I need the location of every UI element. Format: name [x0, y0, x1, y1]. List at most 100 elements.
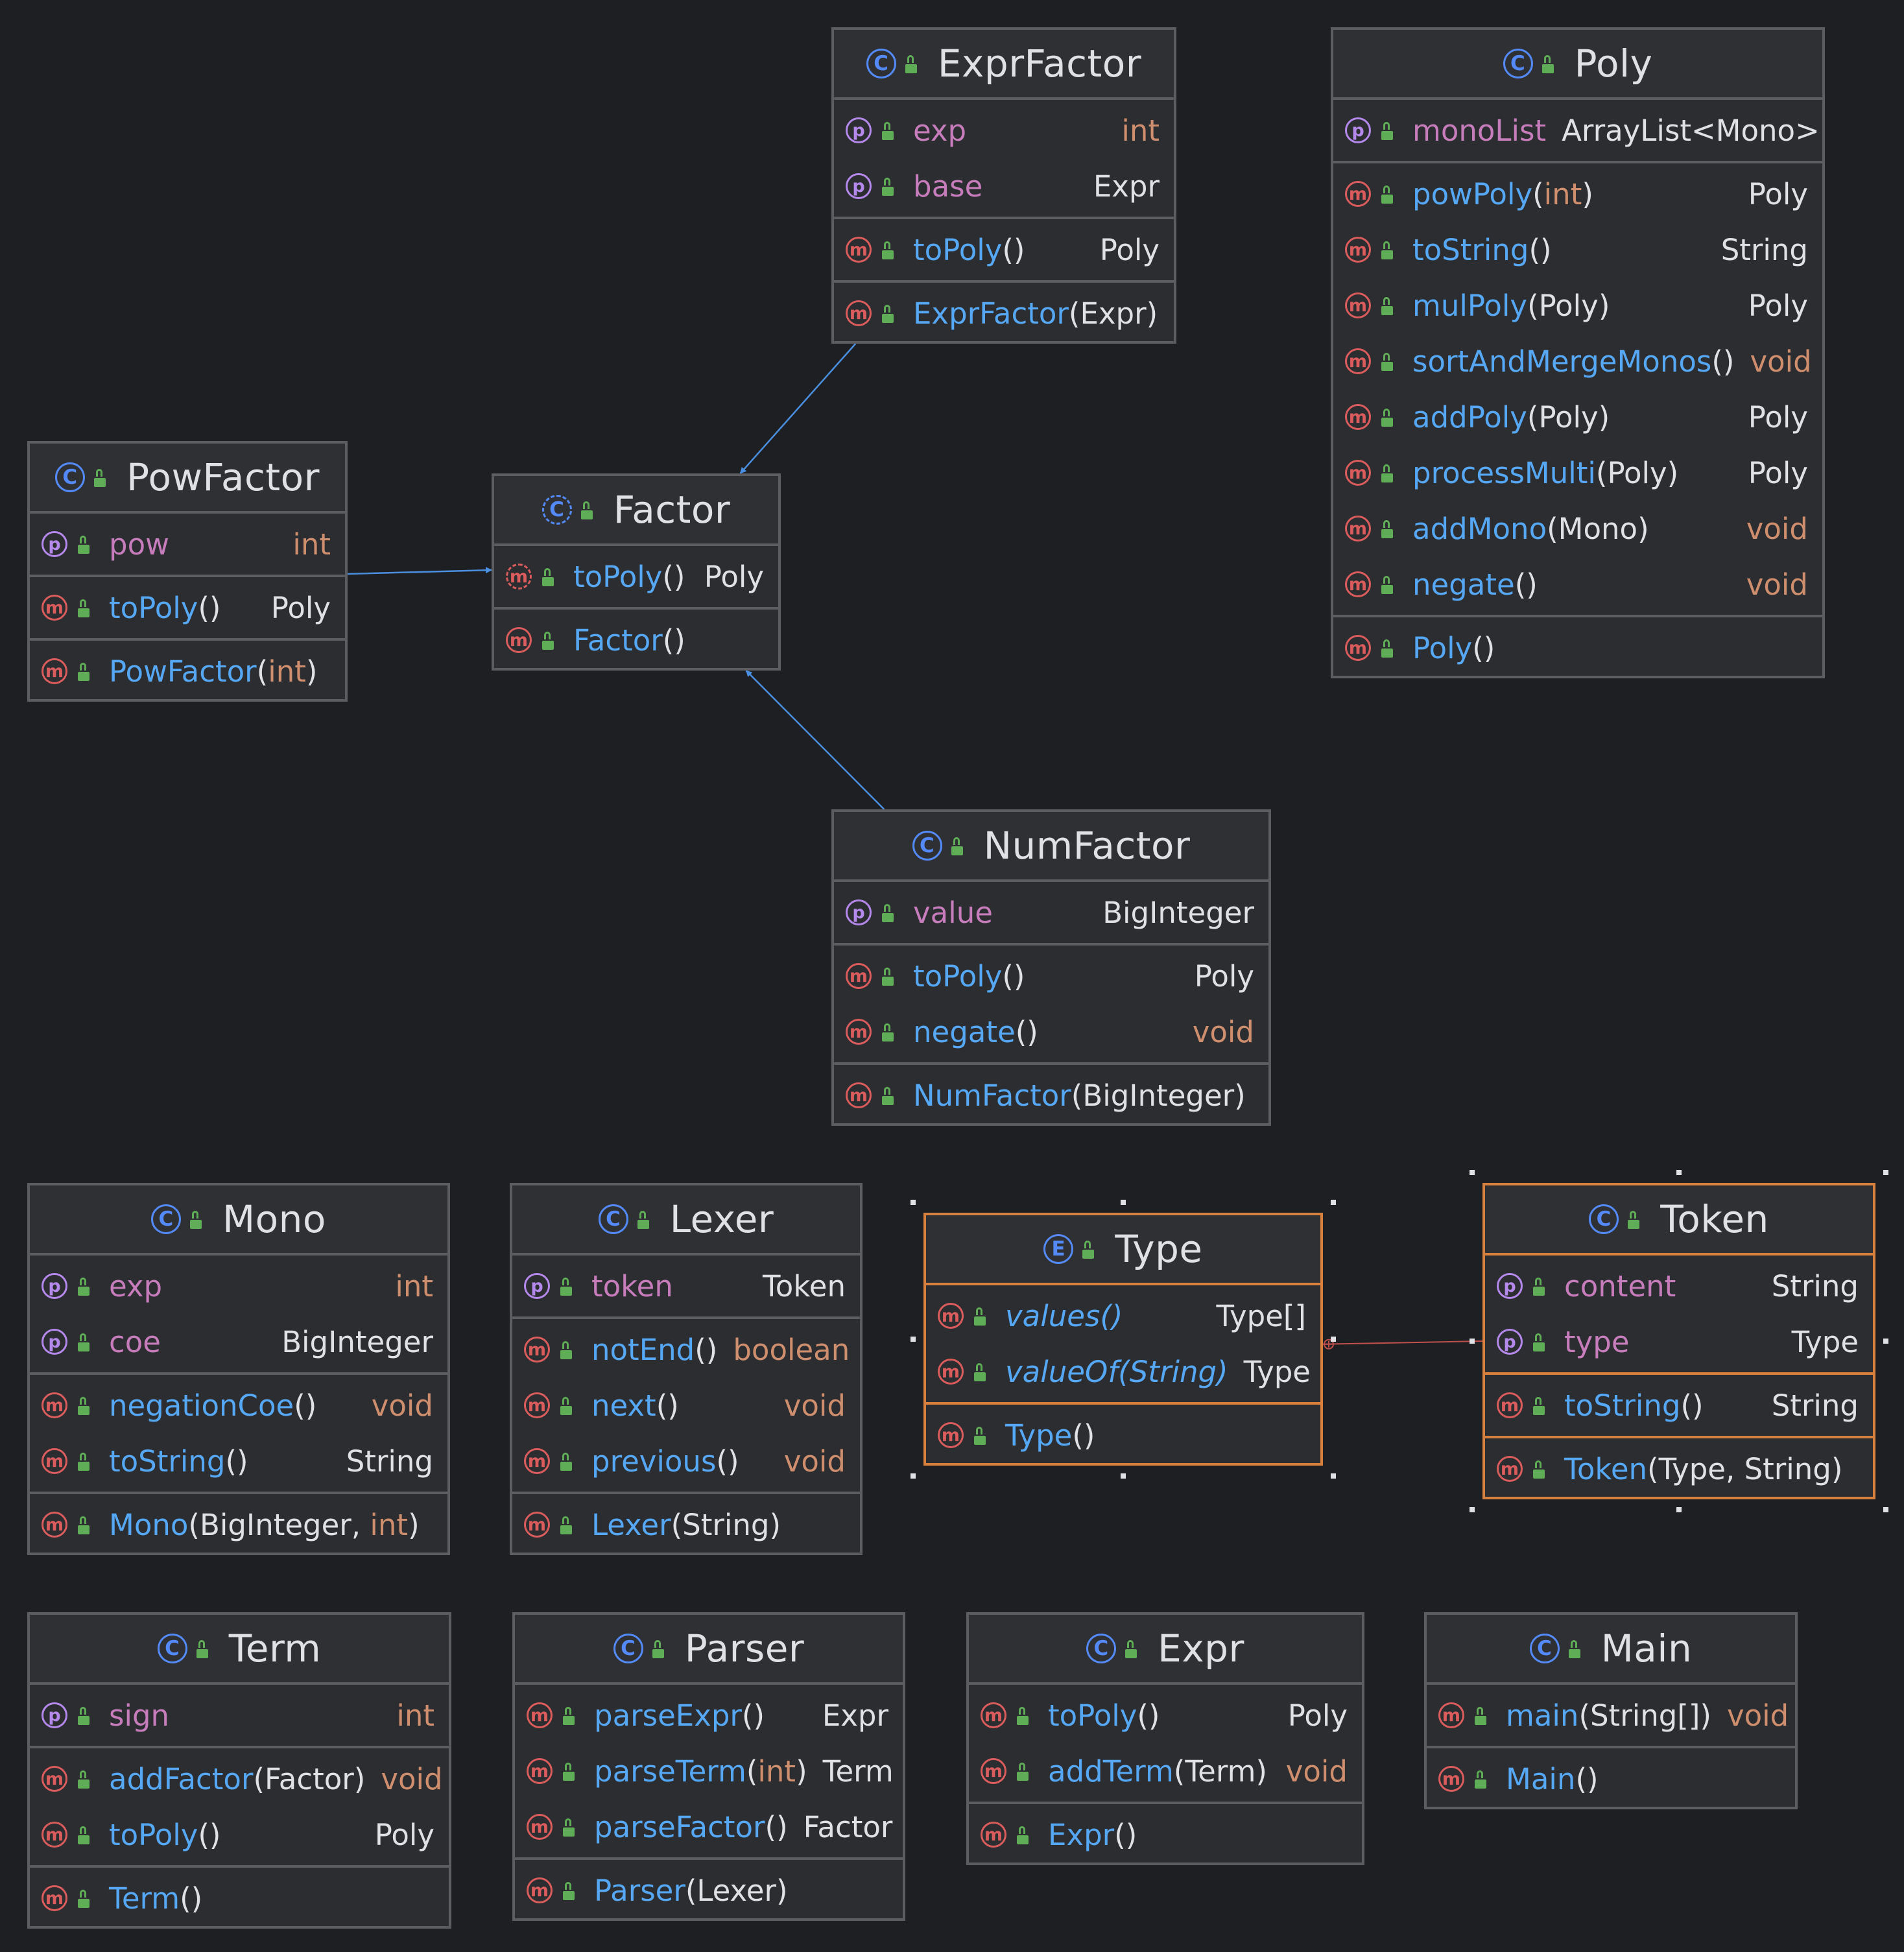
selection-handle[interactable] [1883, 1339, 1888, 1344]
selection-handle[interactable] [1331, 1200, 1336, 1205]
selection-handle[interactable] [1121, 1200, 1126, 1205]
selection-handle[interactable] [910, 1200, 916, 1205]
selection-handle[interactable] [1331, 1337, 1336, 1342]
extends-edge-exprfactor-to-factor[interactable] [739, 343, 857, 474]
selection-handle[interactable] [1470, 1507, 1475, 1512]
selection-handle[interactable] [910, 1473, 916, 1479]
selection-handle[interactable] [1676, 1170, 1682, 1175]
selection-handle[interactable] [1470, 1170, 1475, 1175]
selection-handle[interactable] [1470, 1339, 1475, 1344]
inner-class-edge-type-to-token[interactable] [1322, 1340, 1483, 1345]
selection-handle[interactable] [910, 1337, 916, 1342]
extends-edge-powfactor-to-factor[interactable] [347, 567, 492, 575]
selection-handle[interactable] [1331, 1473, 1336, 1479]
selection-handle[interactable] [1883, 1507, 1888, 1512]
extends-edge-numfactor-to-factor[interactable] [745, 670, 885, 810]
selection-handle[interactable] [1883, 1170, 1888, 1175]
selection-handle[interactable] [1121, 1473, 1126, 1479]
selection-handle[interactable] [1676, 1507, 1682, 1512]
method-params: () [662, 559, 685, 594]
